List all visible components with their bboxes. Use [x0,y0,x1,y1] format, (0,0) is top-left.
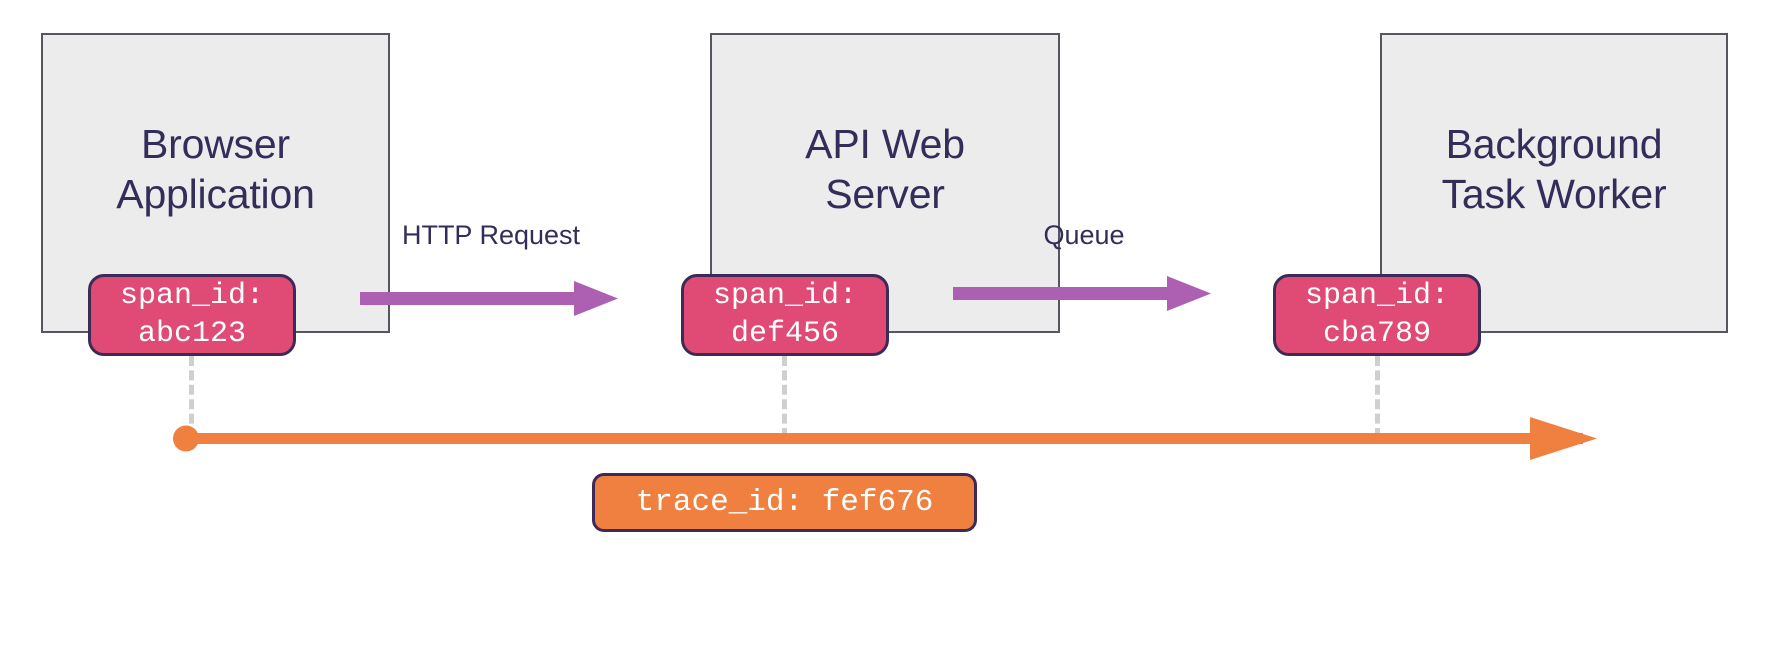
flow-arrow-http-request [360,281,618,316]
flow-label-queue: Queue [1043,220,1125,250]
flow-label-http-request: HTTP Request [401,220,581,250]
span-pill-text-background-task-worker: span_id: cba789 [1304,278,1450,351]
flow-arrow-queue [953,276,1211,311]
span-pill-browser[interactable]: span_id: abc123 [88,274,296,356]
span-pill-text-browser: span_id: abc123 [119,278,265,351]
service-title-browser: Browser Application [116,121,315,218]
dashed-connector-background-task-worker [1375,356,1380,438]
span-pill-api-web-server[interactable]: span_id: def456 [681,274,889,356]
service-title-background-task-worker: Background Task Worker [1441,121,1667,218]
dashed-connector-browser [189,356,194,438]
trace-id-label: trace_id: fef676 [635,485,934,520]
service-title-api-web-server: API Web Server [805,121,965,218]
span-pill-text-api-web-server: span_id: def456 [712,278,858,351]
trace-id-box[interactable]: trace_id: fef676 [592,473,977,532]
span-pill-background-task-worker[interactable]: span_id: cba789 [1273,274,1481,356]
dashed-connector-api-web-server [782,356,787,438]
